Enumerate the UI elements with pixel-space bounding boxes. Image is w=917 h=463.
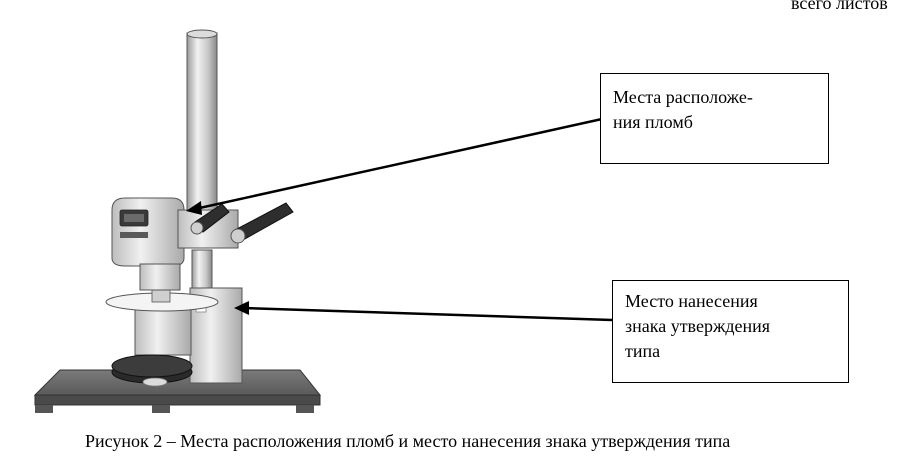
indicator-head <box>111 197 239 291</box>
callout-text-line: типа <box>625 341 661 361</box>
anvil-disk <box>111 354 193 387</box>
callout-text-line: Места расположе- <box>613 87 753 107</box>
seal-locations-callout: Места расположе- ния пломб <box>600 73 829 164</box>
figure-caption: Рисунок 2 – Места расположения пломб и м… <box>85 431 731 451</box>
header-text-fragment: всего листов <box>791 0 888 13</box>
base-plate <box>33 369 322 413</box>
callout-text-line: ния пломб <box>613 112 693 132</box>
measuring-table <box>105 287 219 312</box>
callout-text-line: Место нанесения <box>625 291 758 311</box>
clamp-levers <box>190 202 294 244</box>
callout-text-line: знака утверждения <box>625 316 771 336</box>
type-approval-mark-callout: Место нанесения знака утверждения типа <box>612 280 849 383</box>
callout-arrows <box>186 117 613 322</box>
